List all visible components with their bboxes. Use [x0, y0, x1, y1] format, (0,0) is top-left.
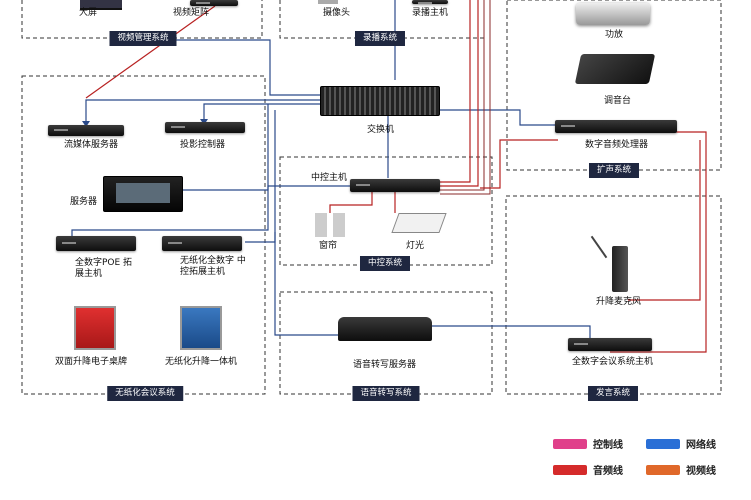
server-device — [103, 176, 183, 212]
arrow-streaming — [82, 121, 90, 127]
label-matrix: 视频矩阵 — [173, 8, 210, 18]
curtain-device — [315, 213, 345, 237]
line-control-b — [440, 0, 479, 187]
frame-control-system — [279, 156, 493, 266]
label-poe: 全数字POE 拓展主机 — [75, 258, 133, 279]
label-screen: 大屏 — [79, 8, 98, 18]
label-recorder: 录播主机 — [412, 8, 449, 18]
label-mixer: 调音台 — [604, 96, 632, 106]
conference-host-device — [568, 338, 652, 351]
label-lift-pc: 无纸化升降一体机 — [165, 357, 238, 367]
tag-sound-system: 扩声系统 — [588, 163, 640, 178]
label-light: 灯光 — [406, 241, 425, 251]
switch-device — [320, 86, 440, 116]
label-camera: 摄像头 — [323, 8, 351, 18]
line-matrix-to-stream — [85, 5, 216, 99]
amplifier-device — [576, 3, 650, 25]
line-video-to-switch — [120, 39, 320, 96]
line-brown-2 — [440, 0, 491, 195]
tag-recording-system: 录播系统 — [354, 31, 406, 46]
label-mic: 升降麦克风 — [596, 297, 642, 307]
line-speech-to-conf — [432, 325, 591, 338]
legend-network-label: 网络线 — [686, 440, 716, 451]
line-central-to-poe — [71, 185, 350, 236]
legend-video-label: 视频线 — [686, 466, 716, 477]
legend-network: 网络线 — [646, 436, 716, 451]
legend-audio-swatch — [553, 464, 587, 475]
camera-device — [318, 0, 338, 4]
legend-control-label: 控制线 — [593, 440, 623, 451]
legend-control: 控制线 — [553, 436, 623, 451]
line-central-to-curtain — [329, 192, 373, 213]
tag-speech-system: 语音转写系统 — [352, 386, 420, 401]
frame-speech-system — [279, 291, 493, 395]
legend-audio: 音频线 — [553, 462, 623, 477]
line-brown-1 — [440, 0, 485, 191]
poe-host-device — [56, 236, 136, 251]
tag-paperless-system: 无纸化会议系统 — [107, 386, 183, 401]
video-matrix-device — [190, 0, 238, 6]
legend-network-swatch — [646, 438, 680, 449]
line-switch-to-dsp — [435, 109, 558, 126]
label-dsp: 数字音频处理器 — [585, 140, 649, 150]
recorder-device — [412, 0, 448, 4]
label-switch: 交换机 — [367, 125, 395, 135]
speech-server-device — [338, 317, 432, 341]
tag-speaking-system: 发言系统 — [587, 386, 639, 401]
tag-video-system: 视频管理系统 — [109, 31, 177, 46]
label-conf-host: 全数字会议系统主机 — [572, 357, 654, 367]
projector-controller-device — [165, 122, 245, 133]
legend-audio-label: 音频线 — [593, 466, 623, 477]
line-switch-to-projector — [203, 103, 325, 121]
central-control-device — [350, 179, 440, 192]
legend-control-swatch — [553, 438, 587, 449]
label-curtain: 窗帘 — [319, 241, 338, 251]
label-central: 中控主机 — [311, 173, 348, 183]
line-audio-conf — [610, 131, 707, 353]
legend-video-swatch — [646, 464, 680, 475]
light-device — [391, 213, 447, 233]
line-poe-to-ext — [245, 232, 276, 243]
mixer-device — [574, 54, 656, 84]
nameplate-device — [74, 306, 116, 350]
label-projector-ctrl: 投影控制器 — [180, 140, 226, 150]
screen-device — [80, 0, 122, 10]
streaming-server-device — [48, 125, 124, 136]
paperless-ext-device — [162, 236, 242, 251]
tag-control-system: 中控系统 — [359, 256, 411, 271]
dsp-device — [555, 120, 677, 133]
line-switch-to-speech — [274, 110, 338, 336]
label-nameplate: 双面升降电子桌牌 — [55, 357, 128, 367]
lift-pc-device — [180, 306, 222, 350]
line-audio-mic — [628, 140, 701, 301]
line-control-a — [440, 0, 471, 183]
label-streaming: 流媒体服务器 — [64, 140, 119, 150]
label-speech-server: 语音转写服务器 — [353, 360, 417, 370]
mic-device — [612, 246, 628, 292]
label-server: 服务器 — [70, 197, 98, 207]
label-paperless-ext: 无纸化全数字 中控拓展主机 — [180, 256, 246, 277]
line-switch-to-streaming — [85, 99, 325, 123]
label-amp: 功放 — [605, 30, 624, 40]
legend-video: 视频线 — [646, 462, 716, 477]
